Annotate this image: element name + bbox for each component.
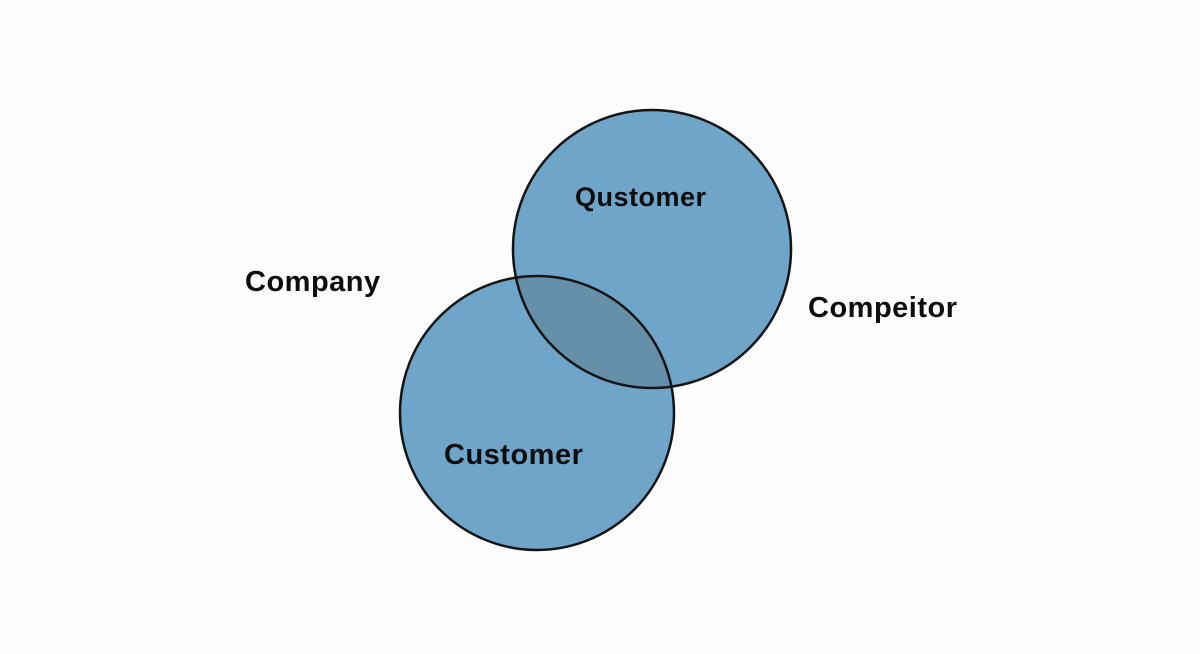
top-circle-label: Qustomer (575, 182, 707, 212)
bottom-circle-label: Customer (444, 439, 584, 471)
competitor-label: Compeitor (808, 292, 958, 324)
circle-bottom-outline (398, 274, 676, 552)
circle-top-outline (511, 108, 793, 390)
company-label: Company (245, 266, 381, 298)
overlap-region (513, 276, 674, 388)
